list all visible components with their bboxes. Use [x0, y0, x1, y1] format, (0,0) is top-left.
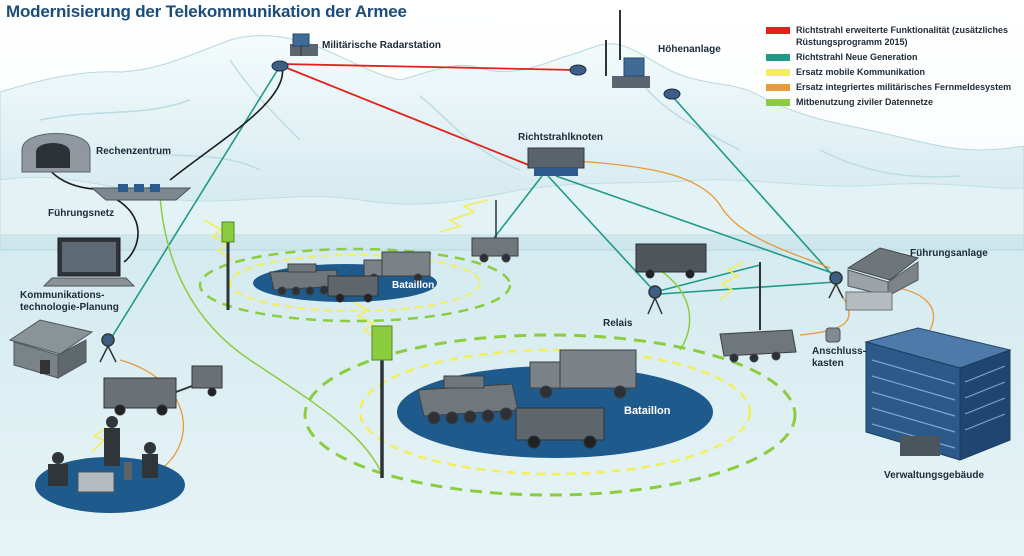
tank-icon: [269, 263, 341, 296]
diagram-title: Modernisierung der Telekommunikation der…: [6, 2, 407, 21]
jeep-icon: [327, 275, 379, 303]
command-building-icon: [845, 247, 920, 311]
command-truck-icon: [635, 243, 707, 279]
label-rechenzentrum: Rechenzentrum: [96, 146, 172, 157]
label-verwaltungsgebaeude: Verwaltungsgebäude: [884, 470, 985, 481]
node-router-icon: [527, 147, 585, 176]
legend-item-teal: Richtstrahl Neue Generation: [766, 51, 1016, 63]
jeep-large-icon: [515, 407, 605, 449]
router-icon: [90, 184, 192, 201]
label-bataillon-big: Bataillon: [624, 405, 671, 417]
mountain-foreground: [0, 176, 1024, 236]
tripod-relay-icon: [99, 271, 844, 363]
legend-item-green: Mitbenutzung ziviler Datennetze: [766, 96, 1016, 108]
antenna-mast-icon: [569, 10, 681, 100]
junction-box-icon: [825, 327, 841, 343]
label-anschlusskasten: Anschluss-kasten: [812, 346, 866, 369]
label-hoehenanlage: Höhenanlage: [658, 44, 721, 55]
mountain-ridge-shadows: [39, 59, 961, 178]
legend-item-yellow: Ersatz mobile Kommunikation: [766, 66, 1016, 78]
relay-mast-icon: [495, 200, 761, 330]
label-fuehrungsnetz: Führungsnetz: [48, 208, 115, 219]
truck-large-icon: [529, 349, 637, 399]
legend-swatch-teal: [766, 54, 790, 61]
legend-label: Ersatz mobile Kommunikation: [796, 67, 926, 77]
label-radar-station: Militärische Radarstation: [322, 40, 441, 51]
relay-vehicle-icon: [471, 237, 519, 263]
links-red: [281, 63, 576, 169]
tank-large-icon: [417, 375, 519, 425]
legend-label: Richtstrahl Neue Generation: [796, 52, 918, 62]
legend-item-red: Richtstrahl erweiterte Funktionalität (z…: [766, 24, 1016, 48]
legend-label: Ersatz integriertes militärisches Fernme…: [796, 82, 1012, 92]
links-yellow: [91, 199, 745, 453]
legend-label: Richtstrahl erweiterte Funktionalität (z…: [796, 25, 1009, 47]
label-kommunikations-planung: Kommunikations-technologie-Planung: [20, 290, 119, 313]
radar-station-icon: [271, 33, 318, 72]
field-jeep-icon: [103, 365, 223, 416]
label-relais: Relais: [603, 318, 633, 329]
legend-label: Mitbenutzung ziviler Datennetze: [796, 97, 934, 107]
legend-swatch-orange: [766, 84, 790, 91]
label-richtstrahlknoten: Richtstrahlknoten: [518, 132, 604, 143]
soldier-icon: [48, 416, 158, 493]
legend-swatch-red: [766, 27, 790, 34]
office-building-icon: [864, 327, 1012, 461]
label-fuehrungsanlage: Führungsanlage: [910, 248, 988, 259]
legend-swatch-green: [766, 99, 790, 106]
links-orange: [119, 159, 935, 471]
label-bataillon-small: Bataillon: [392, 280, 435, 291]
bunker-icon: [21, 133, 91, 173]
legend-item-orange: Ersatz integriertes militärisches Fernme…: [766, 81, 1016, 93]
laptop-icon: [42, 237, 136, 287]
radio-mast-large-icon: [371, 325, 393, 478]
apc-relay-icon: [719, 329, 797, 363]
house-icon: [8, 319, 94, 379]
legend: Richtstrahl erweiterte Funktionalität (z…: [766, 24, 1016, 111]
legend-swatch-yellow: [766, 69, 790, 76]
radio-mast-small-icon: [221, 221, 235, 310]
truck-icon: [363, 251, 431, 283]
